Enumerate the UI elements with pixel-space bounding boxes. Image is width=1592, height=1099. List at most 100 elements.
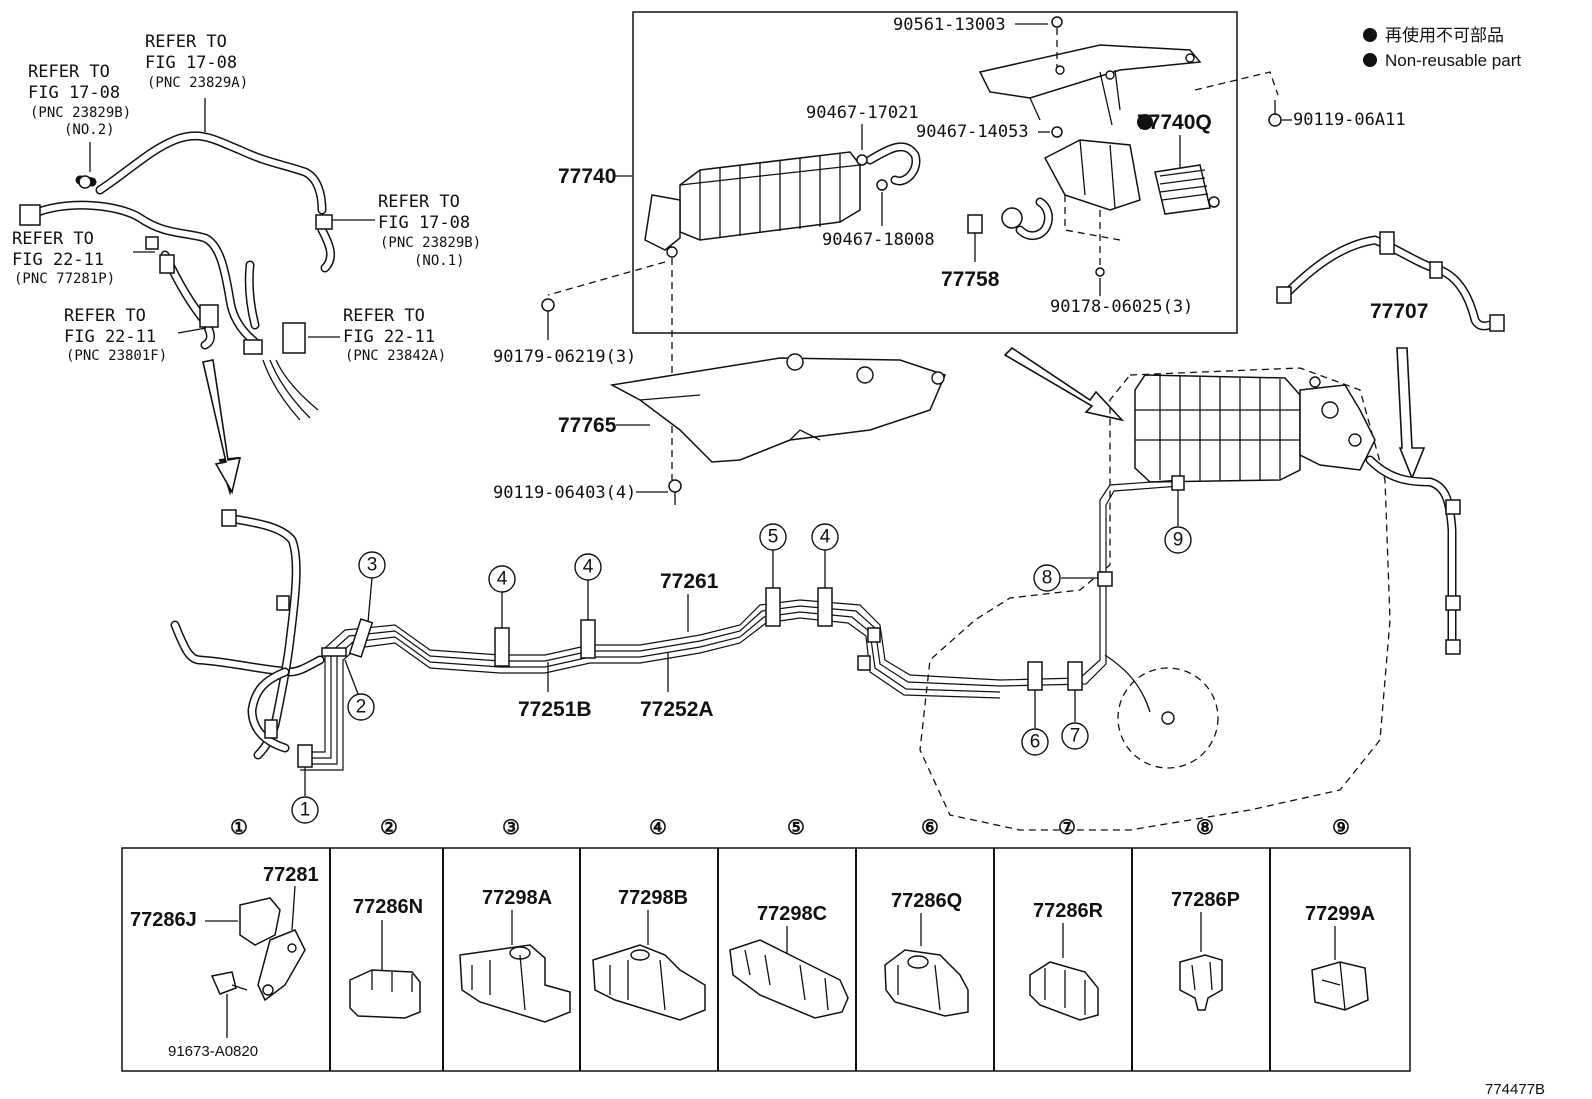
svg-text:⑤: ⑤ (787, 817, 805, 839)
svg-text:8: 8 (1042, 568, 1053, 589)
svg-text:(PNC 23842A): (PNC 23842A) (345, 348, 446, 364)
svg-text:FIG 22-11: FIG 22-11 (64, 327, 156, 347)
tank-outline (919, 367, 1391, 831)
main-fuel-tubes (170, 475, 1185, 771)
canister-box-labels: 90561-13003 90467-17021 90467-14053 7774… (558, 15, 1212, 317)
legend-en: Non-reusable part (1385, 51, 1521, 70)
svg-text:①: ① (230, 817, 248, 839)
svg-text:REFER TO: REFER TO (378, 192, 460, 212)
svg-text:REFER TO: REFER TO (343, 306, 425, 326)
charcoal-canister (547, 151, 861, 480)
svg-text:9: 9 (1173, 530, 1184, 551)
clamp-cell-4: 77298B (592, 887, 706, 1021)
svg-text:(NO.1): (NO.1) (414, 253, 465, 269)
upper-hose-assembly (19, 98, 375, 421)
svg-text:77298B: 77298B (618, 887, 688, 909)
clamp-cell-7: 77286R (1029, 900, 1104, 1021)
svg-text:⑦: ⑦ (1058, 817, 1076, 839)
refer-label-23829B-no2: REFER TO FIG 17-08 (PNC 23829B) (NO.2) (28, 62, 131, 138)
tube-labels: 77261 77251B 77252A (518, 570, 719, 721)
clamp-cell-9: 77299A (1305, 903, 1375, 1011)
down-arrow-left (202, 359, 242, 496)
svg-text:⑨: ⑨ (1332, 817, 1350, 839)
svg-text:77758: 77758 (941, 268, 1000, 291)
callouts: 1 2 3 4 4 5 4 6 7 8 9 (291, 490, 1192, 824)
refer-label-23842A: REFER TO FIG 22-11 (PNC 23842A) (343, 306, 446, 364)
svg-text:2: 2 (356, 697, 367, 718)
svg-text:(NO.2): (NO.2) (64, 122, 115, 138)
clamp-cell-3: 77298A (459, 887, 571, 1023)
hose-77758 (967, 197, 1053, 262)
svg-text:FIG 22-11: FIG 22-11 (343, 327, 435, 347)
svg-text:7: 7 (1070, 726, 1081, 747)
right-hose (1365, 455, 1461, 655)
svg-text:4: 4 (497, 569, 508, 590)
svg-text:③: ③ (502, 817, 520, 839)
arrow-to-canister (1003, 346, 1125, 422)
svg-text:REFER TO: REFER TO (64, 306, 146, 326)
clamp-cell-1: 77281 77286J 91673-A0820 (130, 864, 319, 1060)
svg-text:77286R: 77286R (1033, 900, 1104, 922)
svg-text:77298A: 77298A (482, 887, 552, 909)
svg-text:90561-13003: 90561-13003 (893, 15, 1006, 35)
installed-canister (1134, 374, 1376, 483)
svg-text:77252A: 77252A (640, 698, 714, 721)
svg-text:77299A: 77299A (1305, 903, 1375, 925)
clamp-cell-8: 77286P (1171, 889, 1240, 1011)
svg-text:77281: 77281 (263, 864, 319, 886)
svg-text:77707: 77707 (1370, 300, 1428, 323)
svg-text:④: ④ (649, 817, 667, 839)
svg-text:77286J: 77286J (130, 909, 197, 931)
svg-text:FIG 17-08: FIG 17-08 (378, 213, 470, 233)
svg-text:77298C: 77298C (757, 903, 827, 925)
svg-text:90179-06219(3): 90179-06219(3) (493, 347, 636, 367)
svg-text:77286P: 77286P (1171, 889, 1240, 911)
svg-text:FIG 17-08: FIG 17-08 (145, 53, 237, 73)
svg-text:90119-06403(4): 90119-06403(4) (493, 483, 636, 503)
svg-text:4: 4 (583, 557, 594, 578)
svg-text:4: 4 (820, 527, 831, 548)
canister-hoses (856, 16, 1282, 191)
clamp-table: ① ② ③ ④ ⑤ ⑥ ⑦ ⑧ ⑨ (121, 817, 1411, 1072)
refer-label-23829B-no1: REFER TO FIG 17-08 (PNC 23829B) (NO.1) (378, 192, 481, 269)
svg-text:77251B: 77251B (518, 698, 592, 721)
svg-text:77286N: 77286N (353, 896, 423, 918)
svg-text:3: 3 (367, 555, 378, 576)
refer-label-23801F: REFER TO FIG 22-11 (PNC 23801F) (64, 306, 167, 364)
svg-text:77286Q: 77286Q (891, 890, 962, 912)
svg-text:1: 1 (300, 800, 311, 821)
svg-text:⑥: ⑥ (921, 817, 939, 839)
canister-detail-box (632, 11, 1238, 334)
clamp-cell-2: 77286N (349, 896, 423, 1019)
svg-text:77740Q: 77740Q (1137, 111, 1212, 134)
label-90119-06A11: 90119-06A11 (1293, 110, 1406, 130)
clamp-cell-6: 77286Q (884, 890, 969, 1017)
legend: 再使用不可部品 Non-reusable part (1363, 25, 1521, 70)
svg-text:77765: 77765 (558, 414, 617, 437)
clamp-cell-5: 77298C (729, 903, 849, 1019)
svg-text:90467-14053: 90467-14053 (916, 122, 1029, 142)
svg-text:⑧: ⑧ (1196, 817, 1214, 839)
svg-text:(PNC 23829A): (PNC 23829A) (147, 75, 248, 91)
svg-text:5: 5 (768, 527, 779, 548)
hose-77707: 77707 (1276, 231, 1505, 332)
shield-77765: 90179-06219(3) 77765 90119-06403(4) (493, 298, 947, 505)
svg-text:6: 6 (1030, 732, 1041, 753)
svg-text:90467-18008: 90467-18008 (822, 230, 935, 250)
figure-code: 774477B (1485, 1081, 1545, 1098)
canister-bracket (978, 28, 1279, 126)
legend-jp: 再使用不可部品 (1385, 25, 1504, 45)
svg-text:REFER TO: REFER TO (28, 62, 110, 82)
svg-text:90178-06025(3): 90178-06025(3) (1050, 297, 1193, 317)
svg-text:77740: 77740 (558, 165, 616, 188)
svg-text:FIG 22-11: FIG 22-11 (12, 250, 104, 270)
svg-text:(PNC 23801F): (PNC 23801F) (66, 348, 167, 364)
svg-text:(PNC 23829B): (PNC 23829B) (30, 105, 131, 121)
svg-text:91673-A0820: 91673-A0820 (168, 1043, 258, 1060)
refer-label-23829A: REFER TO FIG 17-08 (PNC 23829A) (145, 32, 248, 91)
refer-label-77281P: REFER TO FIG 22-11 (PNC 77281P) (12, 229, 115, 287)
vent-valve (1043, 139, 1220, 277)
svg-text:②: ② (380, 817, 398, 839)
svg-text:(PNC 23829B): (PNC 23829B) (380, 235, 481, 251)
